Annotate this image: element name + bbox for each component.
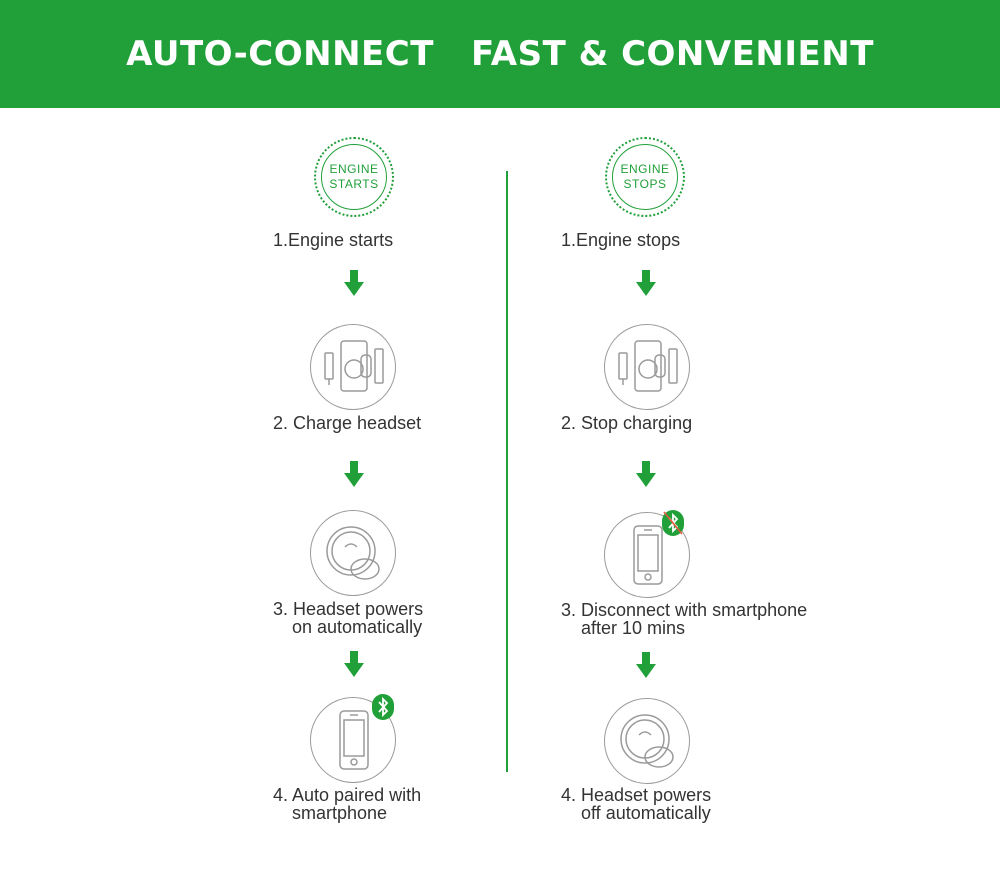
engine-starts-stamp: ENGINE STARTS — [314, 137, 394, 217]
engine-stops-stamp: ENGINE STOPS — [605, 137, 685, 217]
down-arrow-icon — [344, 461, 364, 487]
down-arrow-icon — [636, 652, 656, 678]
down-arrow-icon — [344, 651, 364, 677]
right-step-3-label-line2: after 10 mins — [581, 618, 686, 638]
right-step-3-label-line1: 3. Disconnect with smartphone — [561, 600, 808, 620]
headset-icon — [604, 698, 690, 784]
stamp-text-line1: ENGINE — [329, 162, 379, 176]
headset-icon — [310, 510, 396, 596]
left-step-1-label: 1.Engine starts — [273, 230, 394, 250]
column-divider — [506, 171, 508, 772]
header-banner: AUTO-CONNECT FAST & CONVENIENT — [0, 0, 1000, 108]
headset-charger-icon — [310, 324, 396, 410]
right-step-4-label-line2: off automatically — [581, 803, 711, 823]
down-arrow-icon — [636, 270, 656, 296]
right-step-1-label: 1.Engine stops — [561, 230, 681, 250]
down-arrow-icon — [344, 270, 364, 296]
stamp-text-line2: STOPS — [623, 177, 667, 191]
bluetooth-off-icon — [662, 510, 684, 536]
headset-charger-icon — [604, 324, 690, 410]
bluetooth-icon — [372, 694, 394, 720]
page-title: AUTO-CONNECT FAST & CONVENIENT — [126, 34, 874, 74]
left-step-4-label-line1: 4. Auto paired with — [273, 785, 422, 805]
left-step-3-label-line1: 3. Headset powers — [273, 599, 424, 619]
right-step-4-label-line1: 4. Headset powers — [561, 785, 712, 805]
stamp-text-line2: STARTS — [329, 177, 379, 191]
left-step-4-label-line2: smartphone — [292, 803, 388, 823]
stamp-text-line1: ENGINE — [620, 162, 670, 176]
left-step-2-label: 2. Charge headset — [273, 413, 422, 433]
left-step-3-label-line2: on automatically — [292, 617, 423, 637]
down-arrow-icon — [636, 461, 656, 487]
right-step-2-label: 2. Stop charging — [561, 413, 693, 433]
